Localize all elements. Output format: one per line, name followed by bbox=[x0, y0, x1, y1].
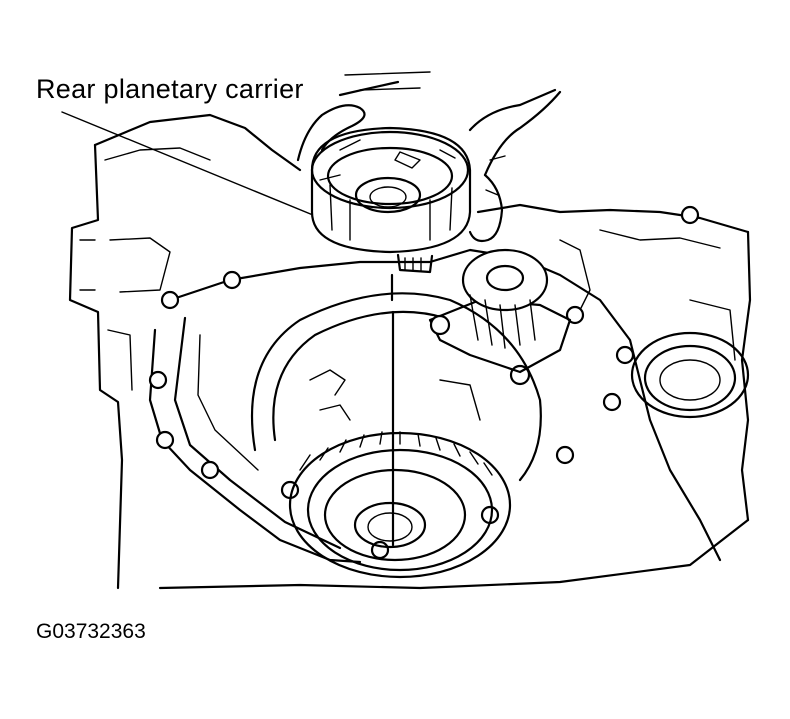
idler-gear bbox=[428, 248, 572, 374]
figure-id: G03732363 bbox=[36, 620, 146, 643]
rear-planetary-carrier bbox=[310, 126, 472, 274]
right-housing-bore bbox=[630, 331, 750, 419]
central-bore bbox=[250, 292, 542, 579]
hands bbox=[296, 80, 562, 243]
callout-leader-line bbox=[61, 71, 431, 223]
transaxle-case-outline bbox=[68, 113, 752, 590]
callout-label: Rear planetary carrier bbox=[36, 74, 304, 104]
alignment-centerline bbox=[390, 273, 395, 547]
